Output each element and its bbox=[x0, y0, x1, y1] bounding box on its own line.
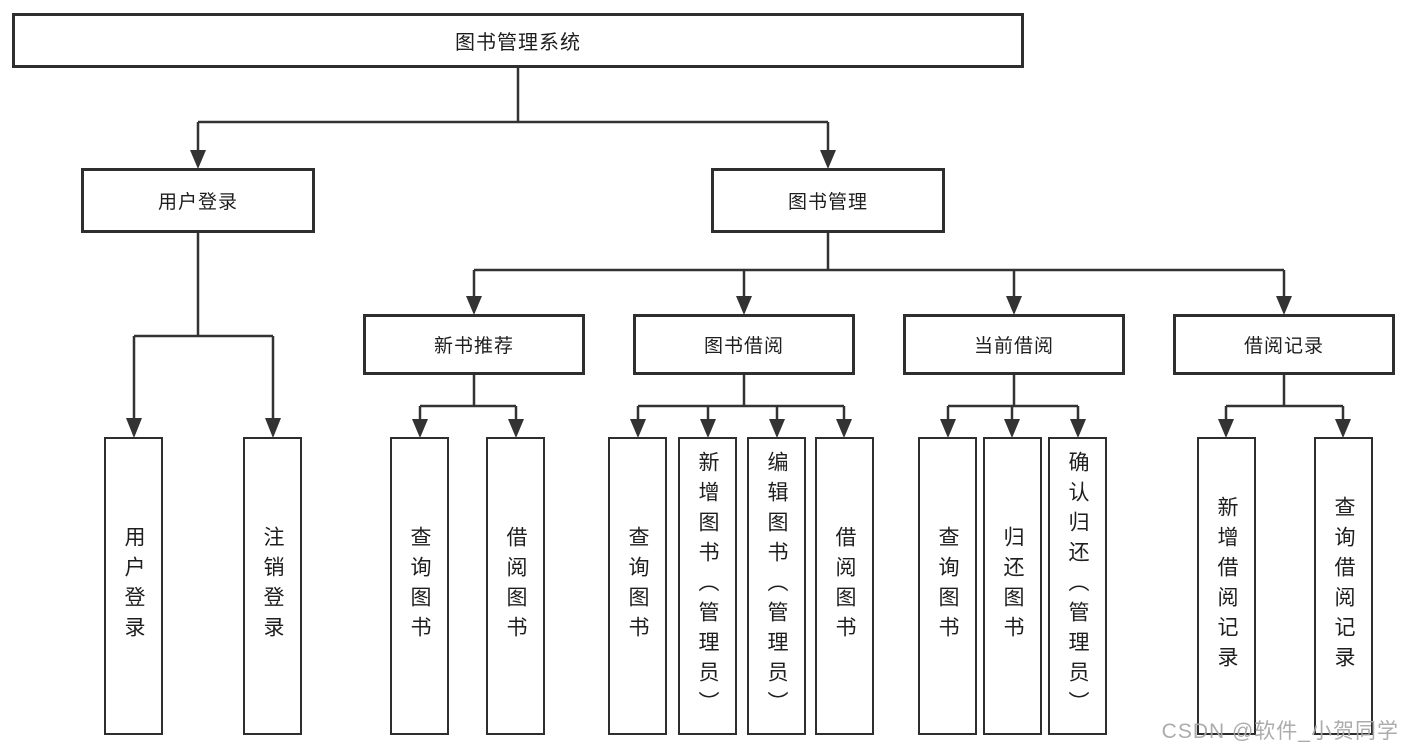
node-book-borrowing: 图书借阅 bbox=[633, 314, 855, 375]
node-current-borrowing: 当前借阅 bbox=[903, 314, 1125, 375]
node-user-login: 用户登录 bbox=[81, 168, 315, 233]
leaf-confirm-return-admin: 确认归还（管理员） bbox=[1048, 437, 1107, 735]
node-book-management: 图书管理 bbox=[711, 168, 945, 233]
leaf-query-books-recommend: 查询图书 bbox=[390, 437, 449, 735]
connector-borrowing-records-children bbox=[1224, 375, 1345, 420]
connector-root-to-level1 bbox=[196, 68, 830, 151]
node-new-book-recommendation: 新书推荐 bbox=[363, 314, 585, 375]
connector-new-book-children bbox=[418, 375, 518, 420]
arrowheads bbox=[126, 150, 1351, 438]
leaf-user-login: 用户登录 bbox=[104, 437, 163, 735]
leaf-query-books-borrowing: 查询图书 bbox=[608, 437, 667, 735]
leaf-logout: 注销登录 bbox=[243, 437, 302, 735]
leaf-add-borrow-record: 新增借阅记录 bbox=[1197, 437, 1256, 735]
connector-user-login-children bbox=[132, 233, 275, 420]
node-library-management-system: 图书管理系统 bbox=[12, 13, 1024, 68]
connector-book-borrowing-children bbox=[636, 375, 846, 420]
leaf-query-books-current: 查询图书 bbox=[918, 437, 977, 735]
connector-book-management-children bbox=[472, 233, 1286, 297]
csdn-watermark: CSDN @软件_小贺同学 bbox=[1161, 720, 1399, 743]
leaf-borrow-books-borrowing: 借阅图书 bbox=[815, 437, 874, 735]
leaf-query-borrow-record: 查询借阅记录 bbox=[1314, 437, 1373, 735]
leaf-add-book-admin: 新增图书（管理员） bbox=[678, 437, 737, 735]
leaf-edit-book-admin: 编辑图书（管理员） bbox=[747, 437, 806, 735]
node-borrowing-records: 借阅记录 bbox=[1173, 314, 1395, 375]
leaf-return-books: 归还图书 bbox=[983, 437, 1042, 735]
connector-current-borrowing-children bbox=[946, 375, 1080, 420]
leaf-borrow-books-recommend: 借阅图书 bbox=[486, 437, 545, 735]
